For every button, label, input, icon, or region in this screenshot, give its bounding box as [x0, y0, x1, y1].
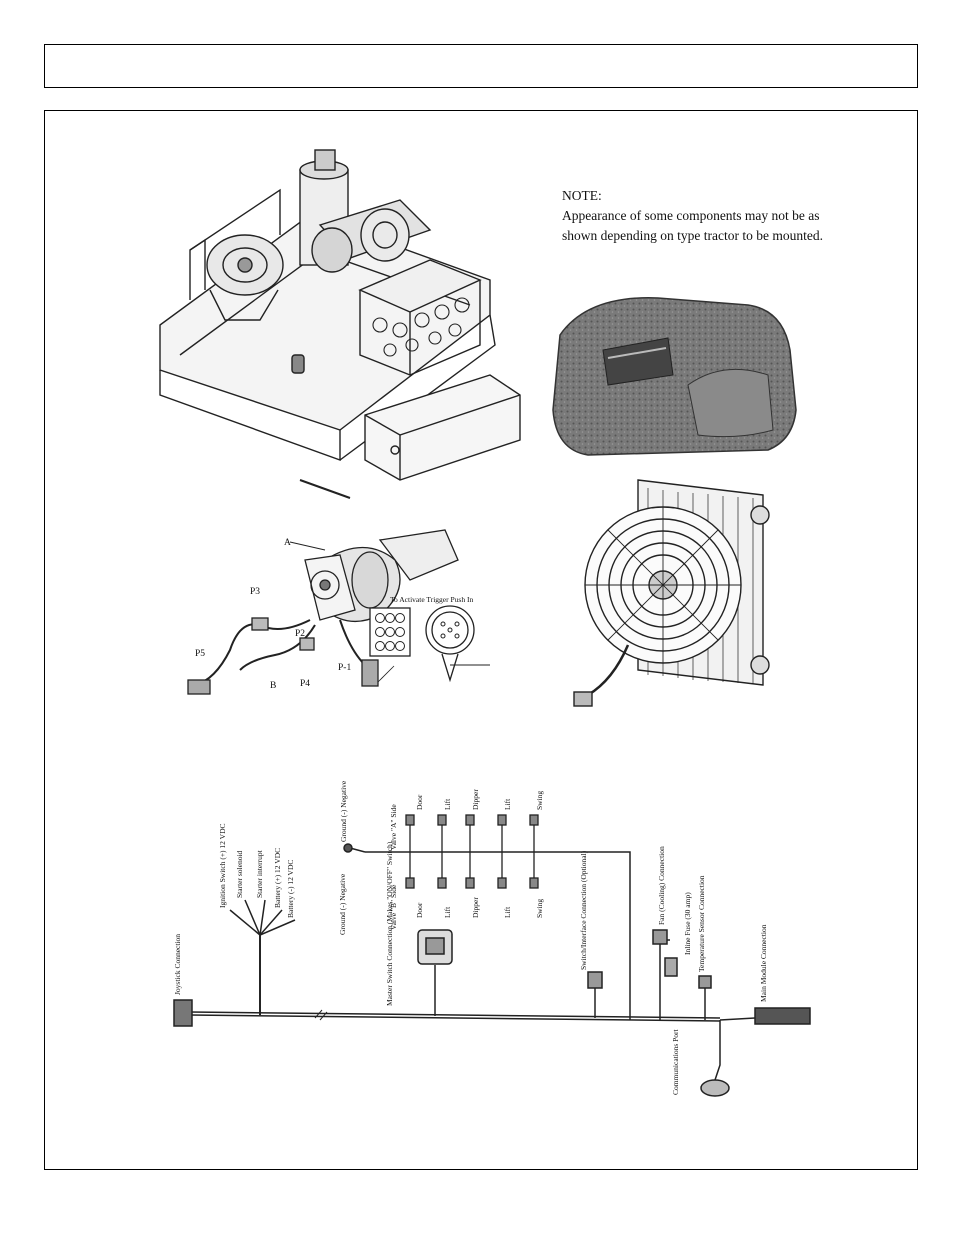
valve-assembly-illustration	[159, 149, 521, 499]
label-a: A	[284, 538, 291, 548]
label-p5: P5	[195, 649, 205, 659]
valve-a-side-label: Valve "A" Side	[389, 804, 398, 850]
label-b: B	[270, 681, 276, 691]
battery-neg-label: Battery (-) 12 VDC	[286, 860, 295, 918]
valve-top-dipper-label: Dipper	[471, 789, 480, 810]
valve-b-side-label: Valve "B" Side	[389, 884, 398, 930]
ground-negative-left-label: Ground (-) Negative	[338, 873, 347, 935]
valve-top-swing-label: Swing	[535, 791, 544, 810]
temp-sensor-label: Temperature Sensor Connection	[697, 875, 706, 972]
starter-solenoid-label: Starter solenoid	[235, 850, 244, 898]
inline-fuse-label: Inline Fuse (30 amp)	[683, 892, 692, 955]
comm-port-label: Communications Port	[671, 1028, 680, 1095]
master-switch-label: Master Switch Connection (Makes "ON/OFF"…	[385, 841, 394, 1006]
note-text: Appearance of some components may not be…	[562, 208, 823, 243]
fan-cover-illustration	[552, 297, 797, 456]
valve-top-lift-label: Lift	[443, 798, 452, 810]
main-module-label: Main Module Connection	[759, 924, 768, 1002]
label-p1: P-1	[338, 663, 351, 673]
radiator-fan-illustration	[573, 479, 770, 707]
note-block: NOTE: Appearance of some components may …	[562, 186, 832, 246]
wiring-harness-diagram: Joystick Connection Ignition Switch (+) …	[173, 780, 811, 1097]
valve-top-lift-2-label: Lift	[503, 798, 512, 810]
content-frame	[44, 110, 918, 1170]
ignition-label: Ignition Switch (+) 12 VDC	[218, 823, 227, 908]
valve-bottom-lift-label: Lift	[443, 906, 452, 918]
label-p3: P3	[250, 587, 260, 597]
starter-interrupt-label: Starter interrupt	[255, 849, 264, 898]
valve-bottom-swing-label: Swing	[535, 899, 544, 918]
fan-connection-label: Fan (Cooling) Connection	[657, 846, 666, 925]
valve-bottom-dipper-label: Dipper	[471, 897, 480, 918]
note-title: NOTE:	[562, 188, 602, 203]
joystick-harness-diagram: A P3 P2 P5 B P4 P-1 To Activate Trigger …	[187, 529, 490, 695]
valve-bottom-lift-2-label: Lift	[503, 906, 512, 918]
joystick-connection-label: Joystick Connection	[173, 934, 182, 995]
switch-interface-label: Switch/Interface Connection (Optional)	[579, 850, 588, 970]
ground-negative-top-label: Ground (-) Negative	[339, 780, 348, 842]
trigger-note: To Activate Trigger Push In	[390, 595, 473, 604]
valve-bottom-door-label: Door	[415, 902, 424, 918]
valve-top-door-label: Door	[415, 794, 424, 810]
label-p2: P2	[295, 629, 305, 639]
battery-pos-label: Battery (+) 12 VDC	[273, 848, 282, 908]
label-p4: P4	[300, 679, 310, 689]
page-header-box	[44, 44, 918, 88]
